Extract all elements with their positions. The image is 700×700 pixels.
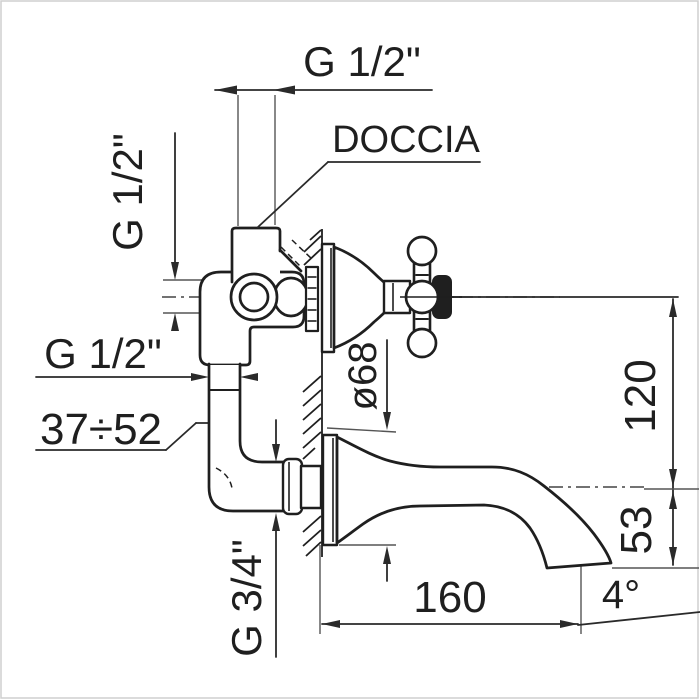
arrowhead	[669, 491, 677, 509]
union-nut	[281, 457, 304, 516]
handle-bottom-bulb	[406, 327, 438, 359]
elbow-inner-edge	[238, 362, 286, 464]
internal-passage	[280, 246, 303, 269]
thread-flange	[304, 265, 320, 333]
label-shower-leader	[257, 161, 329, 228]
body-chamfer	[278, 248, 303, 273]
internal-passage	[291, 239, 314, 261]
arrowhead	[383, 412, 391, 430]
cross-handle	[400, 235, 462, 359]
bend-relief	[215, 467, 233, 489]
label-center-height: 120	[616, 359, 665, 432]
handle-top-bulb	[406, 235, 438, 267]
label-side-thread: G 1/2"	[104, 133, 151, 251]
arrowhead	[240, 373, 258, 381]
arrowhead	[191, 373, 209, 381]
label-spout-reach: 160	[413, 573, 486, 622]
elbow-outer-edge	[207, 362, 286, 513]
label-inlet-thread: G 1/2"	[44, 330, 162, 377]
inlet-pipe	[230, 226, 282, 284]
handle-escutcheon-plate	[320, 242, 336, 354]
arrowhead	[322, 620, 340, 628]
spout-body	[335, 435, 613, 570]
spout-escutcheon	[321, 433, 339, 547]
elbow-pipe	[207, 362, 286, 513]
elbow-fill	[209, 365, 284, 511]
arrowhead	[669, 299, 677, 317]
wall-hatching	[302, 229, 322, 557]
arrowhead	[669, 469, 677, 487]
arrowhead	[273, 85, 295, 95]
dimension-top-thread	[214, 85, 433, 226]
arrowhead	[215, 85, 237, 95]
label-shower-outlet: DOCCIA	[332, 119, 480, 161]
label-wall-depth: 37÷52	[40, 405, 162, 454]
label-escutcheon-diameter: ø68	[341, 342, 385, 411]
arrowhead	[560, 620, 578, 628]
body-boss	[272, 276, 310, 318]
inlet-pipe-fill	[232, 228, 280, 280]
dimension-escutcheon-diameter	[326, 339, 397, 582]
valve-body	[198, 226, 320, 367]
label-outlet-thread: G 3/4"	[223, 539, 270, 657]
spout	[321, 433, 613, 570]
outlet-union	[281, 457, 323, 516]
arrowhead	[171, 313, 179, 331]
arrowhead	[171, 262, 179, 280]
dimension-heights	[451, 296, 699, 569]
dimension-outlet-thread	[272, 419, 280, 658]
dimension-inlet-thread	[35, 373, 258, 381]
handle-assembly	[320, 235, 462, 359]
labels: G 1/2" DOCCIA G 1/2" G 1/2" 37÷52 ø68 12…	[40, 38, 665, 657]
arrowhead	[272, 444, 280, 462]
label-spout-angle: 4°	[602, 573, 640, 617]
label-top-thread: G 1/2"	[303, 38, 421, 85]
handle-escutcheon-bell	[332, 245, 388, 350]
dimension-reach-angle	[319, 545, 700, 634]
arrowhead	[669, 547, 677, 565]
control-knob-inner	[238, 281, 270, 313]
arrowhead	[383, 546, 391, 564]
label-spout-drop: 53	[612, 506, 661, 555]
arrowhead	[272, 513, 280, 531]
union-collar	[299, 464, 323, 510]
